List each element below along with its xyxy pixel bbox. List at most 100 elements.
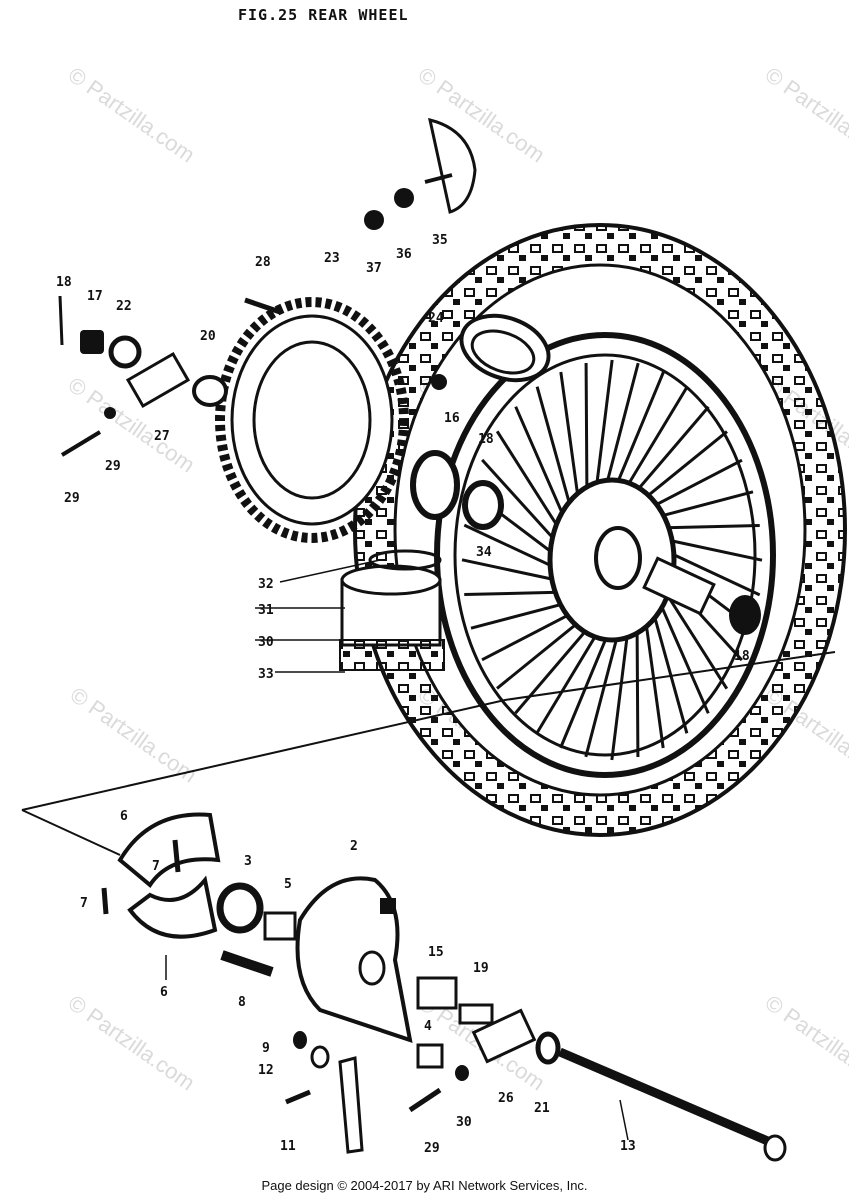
spoke bbox=[535, 622, 605, 734]
spoke bbox=[601, 362, 640, 498]
spoke bbox=[636, 430, 728, 506]
spoke bbox=[653, 591, 710, 714]
callout-label: 18 bbox=[56, 275, 72, 290]
leader-lines bbox=[165, 559, 629, 1141]
spoke bbox=[514, 619, 597, 715]
callout-labels: 2 3 4 5 6 6 7 7 8 9 11 12 13 15 16 17 18… bbox=[56, 233, 750, 1156]
bearing-part bbox=[216, 882, 264, 934]
axle-part bbox=[763, 1134, 787, 1162]
callout-label: 7 bbox=[80, 896, 88, 911]
spoke bbox=[660, 547, 761, 597]
spoke bbox=[496, 614, 588, 690]
washer-part bbox=[394, 188, 414, 208]
callout-label: 27 bbox=[154, 429, 170, 444]
bolt-part bbox=[408, 1087, 442, 1113]
tube-part bbox=[459, 313, 551, 383]
callout-label: 6 bbox=[160, 985, 168, 1000]
callout-label: 35 bbox=[432, 233, 448, 248]
callout-label: 9 bbox=[262, 1041, 270, 1056]
brake-cam-part bbox=[220, 950, 274, 977]
callout-label: 22 bbox=[116, 299, 132, 314]
spoke bbox=[495, 430, 567, 539]
spacer-part bbox=[458, 1003, 494, 1025]
spoke bbox=[535, 386, 576, 520]
callout-label: 23 bbox=[324, 251, 340, 266]
spoke bbox=[559, 623, 614, 749]
callout-label: 21 bbox=[534, 1101, 550, 1116]
washer-part bbox=[364, 210, 384, 230]
callout-label: 11 bbox=[280, 1139, 296, 1154]
callout-label: 33 bbox=[258, 667, 274, 682]
callout-label: 26 bbox=[498, 1091, 514, 1106]
sprocket-drum bbox=[339, 549, 445, 671]
reflector-part bbox=[424, 117, 477, 214]
spoke bbox=[627, 405, 710, 501]
spacer-part bbox=[416, 1043, 444, 1069]
callout-label: 2 bbox=[350, 839, 358, 854]
callout-label: 12 bbox=[258, 1063, 274, 1078]
spoke bbox=[658, 536, 763, 562]
assembly-plane-line bbox=[21, 651, 836, 811]
spoke bbox=[655, 523, 760, 530]
callout-label: 16 bbox=[444, 411, 460, 426]
callout-label: 30 bbox=[258, 635, 274, 650]
spoke bbox=[461, 558, 566, 584]
figure-title: FIG.25 REAR WHEEL bbox=[238, 6, 409, 24]
bolt-part bbox=[244, 297, 281, 315]
spacer-part bbox=[410, 450, 460, 520]
callout-label: 30 bbox=[456, 1115, 472, 1130]
callout-label: 13 bbox=[620, 1139, 636, 1154]
spoke bbox=[643, 458, 743, 513]
brake-shoes bbox=[101, 812, 221, 939]
callout-label: 20 bbox=[200, 329, 216, 344]
brake-panel bbox=[295, 876, 413, 1043]
callout-label: 31 bbox=[258, 603, 274, 618]
callout-label: 7 bbox=[152, 859, 160, 874]
washer-part bbox=[310, 1045, 330, 1069]
callout-label: 29 bbox=[105, 459, 121, 474]
callout-label: 29 bbox=[64, 491, 80, 506]
callout-label: 32 bbox=[258, 577, 274, 592]
callout-label: 24 bbox=[428, 311, 444, 326]
spoke bbox=[470, 599, 575, 630]
callout-label: 37 bbox=[366, 261, 382, 276]
spoke bbox=[593, 359, 614, 501]
spoke bbox=[584, 362, 589, 505]
spoke bbox=[635, 615, 640, 758]
callout-label: 36 bbox=[396, 247, 412, 262]
callout-label: 4 bbox=[424, 1019, 432, 1034]
spoke bbox=[481, 458, 564, 550]
bearing-part bbox=[462, 480, 504, 530]
spoke bbox=[481, 607, 581, 662]
spacer-part bbox=[263, 911, 297, 941]
callout-label: 28 bbox=[255, 255, 271, 270]
page-footer: Page design © 2004-2017 by ARI Network S… bbox=[261, 1178, 588, 1193]
spoke bbox=[514, 406, 571, 529]
nut-part bbox=[431, 374, 447, 390]
callout-label: 18 bbox=[734, 649, 750, 664]
spoke bbox=[648, 600, 689, 734]
chain-adjuster-part bbox=[471, 1008, 537, 1064]
spacer-part bbox=[416, 976, 458, 1010]
callout-label: 15 bbox=[428, 945, 444, 960]
chain-adjuster-parts bbox=[58, 295, 228, 457]
callout-label: 6 bbox=[120, 809, 128, 824]
bolt-part bbox=[285, 1089, 311, 1105]
callout-label: 5 bbox=[284, 877, 292, 892]
spoke bbox=[464, 590, 569, 597]
rear-sprocket bbox=[215, 297, 409, 543]
spoke bbox=[649, 490, 754, 521]
axle-part bbox=[558, 1047, 772, 1147]
washer-part bbox=[535, 1031, 561, 1065]
spoke bbox=[610, 371, 665, 497]
spoke bbox=[463, 523, 564, 573]
spoke bbox=[619, 386, 689, 498]
assembly-plane-line bbox=[21, 809, 121, 856]
callout-label: 19 bbox=[473, 961, 489, 976]
spoke bbox=[584, 622, 623, 758]
callout-label: 18 bbox=[478, 432, 494, 447]
brake-arm-part bbox=[338, 1056, 364, 1154]
callout-label: 17 bbox=[87, 289, 103, 304]
